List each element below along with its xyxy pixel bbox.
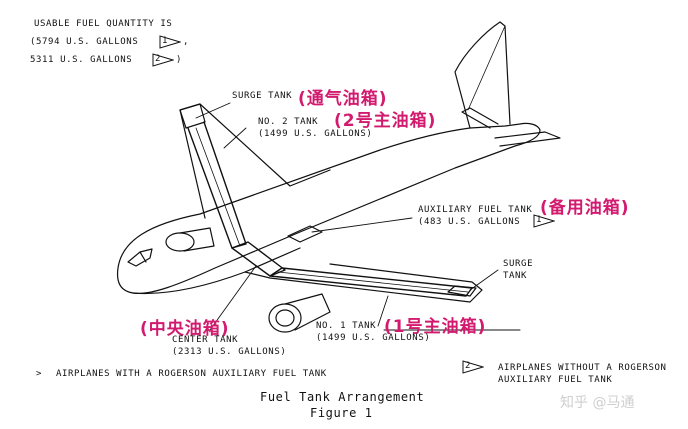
aux-tank-label: AUXILIARY FUEL TANK	[418, 205, 533, 215]
aux-fuel-tank	[287, 225, 323, 243]
vertical-stabilizer	[454, 21, 511, 129]
leader-surge-left	[195, 102, 231, 119]
no1-tank-gallons: (1499 U.S. GALLONS)	[316, 333, 431, 343]
usable-fuel-heading: USABLE FUEL QUANTITY IS	[34, 19, 173, 29]
surge-tank-right-line1: SURGE	[503, 259, 534, 269]
horizontal-stabilizer	[494, 131, 561, 147]
no2-tank-cn: (2号主油箱)	[334, 111, 437, 131]
aux-flag-1-icon: 1	[533, 214, 555, 228]
leader-no2	[223, 127, 247, 149]
flag-2-icon: 2	[152, 53, 174, 67]
aux-tank-cn: (备用油箱)	[540, 198, 630, 218]
leader-center	[209, 265, 257, 331]
surge-tank-left-label: SURGE TANK	[232, 91, 293, 101]
flag-1-icon: 1	[159, 35, 181, 49]
leader-aux	[311, 217, 413, 233]
center-tank-cn: (中央油箱)	[140, 319, 230, 339]
usable-fuel-qty-2: 5311 U.S. GALLONS	[30, 55, 133, 65]
figure-title: Fuel Tank Arrangement	[260, 390, 425, 404]
note2-line1: AIRPLANES WITHOUT A ROGERSON	[498, 363, 667, 373]
watermark: 知乎 @马通	[560, 395, 635, 411]
qty-1-suffix: ,	[183, 37, 190, 47]
right-engine	[268, 293, 331, 333]
no1-tank-cn: (1号主油箱)	[384, 317, 487, 337]
note1-text: AIRPLANES WITH A ROGERSON AUXILIARY FUEL…	[56, 369, 327, 379]
left-engine	[165, 227, 215, 252]
figure-number: Figure 1	[310, 406, 373, 420]
surge-tank-right-line2: TANK	[503, 271, 528, 281]
right-surge-tank	[447, 285, 477, 297]
surge-tank-left-cn: (通气油箱)	[298, 89, 388, 109]
qty-2-suffix: )	[176, 55, 183, 65]
note1-marker: >	[36, 369, 43, 379]
aux-tank-gallons: (483 U.S. GALLONS	[418, 217, 521, 227]
leader-surge-right	[469, 269, 499, 291]
leader-no1	[377, 295, 389, 327]
no2-tank-gallons: (1499 U.S. GALLONS)	[258, 129, 373, 139]
cockpit-windows	[127, 248, 153, 267]
no1-tank-label: NO. 1 TANK	[316, 321, 377, 331]
usable-fuel-qty-1: (5794 U.S. GALLONS	[30, 37, 139, 47]
right-wing	[244, 263, 483, 303]
note2-flag-icon: 2	[462, 360, 484, 374]
center-tank-label: CENTER TANK	[172, 335, 239, 345]
note2-line2: AUXILIARY FUEL TANK	[498, 375, 613, 385]
no2-tank-label: NO. 2 TANK	[258, 117, 319, 127]
left-surge-tank	[179, 103, 206, 129]
center-tank	[231, 241, 286, 277]
center-tank-gallons: (2313 U.S. GALLONS)	[172, 347, 287, 357]
